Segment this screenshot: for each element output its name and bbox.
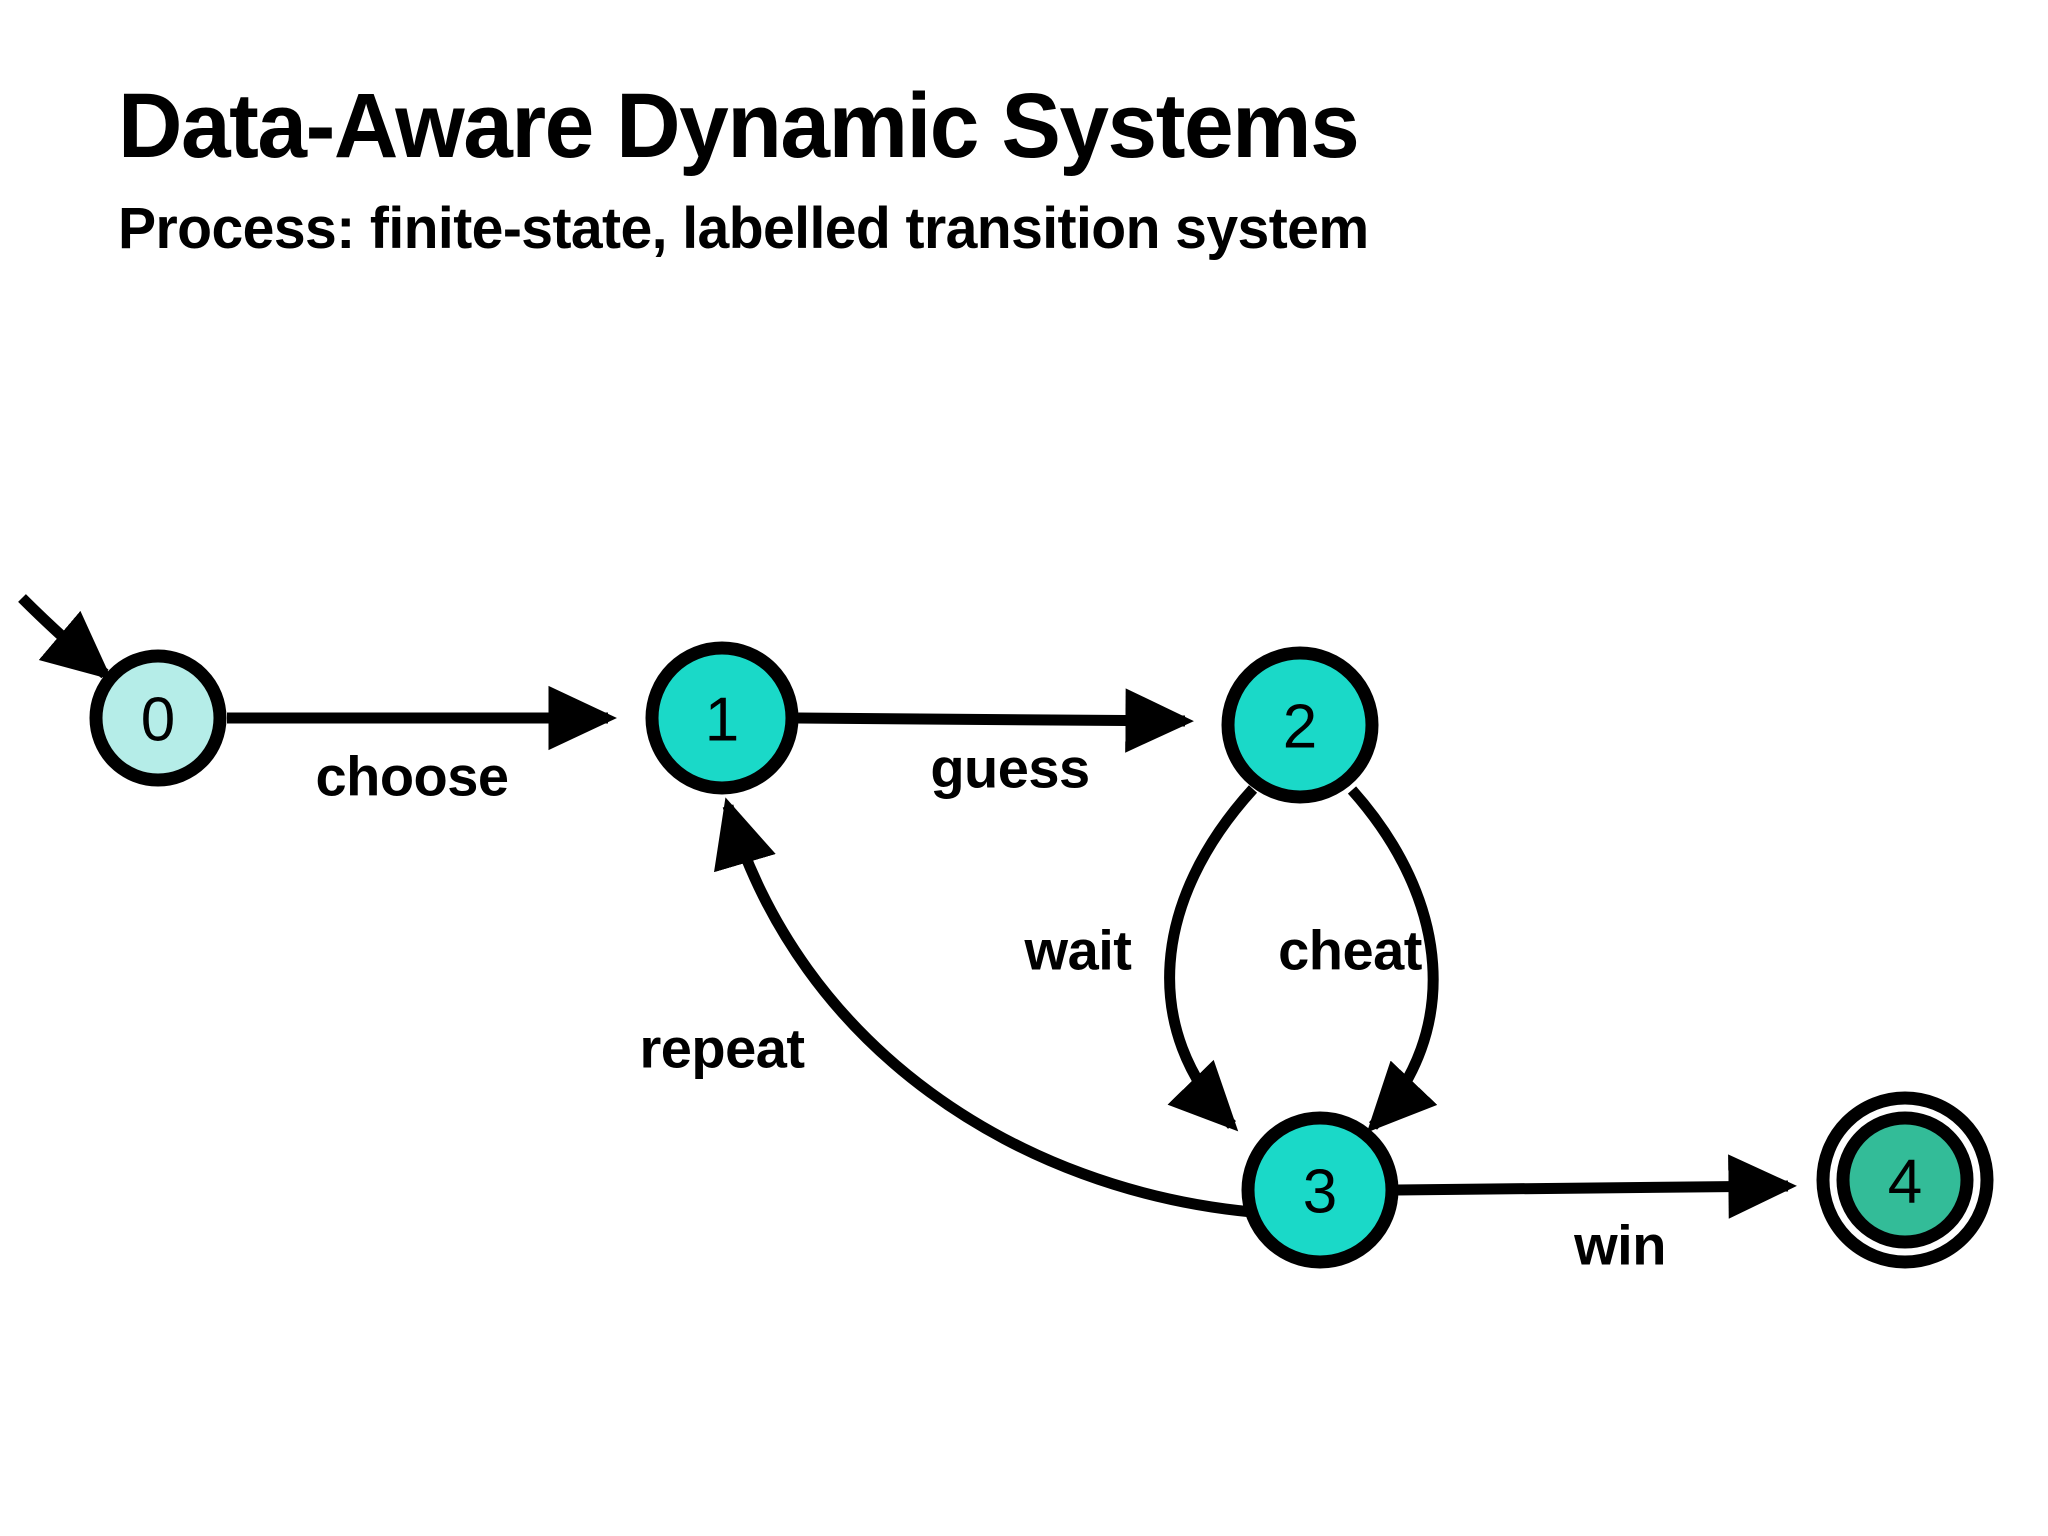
state-node-3[interactable]: 3 bbox=[1241, 1111, 1399, 1269]
state-2-circle bbox=[1221, 646, 1379, 804]
transition-cheat[interactable]: cheat bbox=[1278, 786, 1439, 1133]
state-0-circle bbox=[89, 649, 227, 787]
edge-wait bbox=[1164, 785, 1258, 1132]
edge-label-repeat: repeat bbox=[639, 1017, 804, 1080]
edge-label-choose: choose bbox=[315, 745, 508, 808]
transition-wait[interactable]: wait bbox=[1024, 785, 1258, 1132]
state-3-circle bbox=[1241, 1111, 1399, 1269]
edge-label-guess: guess bbox=[930, 737, 1089, 800]
state-1-circle bbox=[645, 641, 799, 795]
state-node-0[interactable]: 0 bbox=[89, 649, 227, 787]
edge-repeat bbox=[714, 797, 1253, 1218]
page-subtitle: Process: finite-state, labelled transiti… bbox=[118, 195, 1369, 261]
state-4-outer-ring bbox=[1816, 1091, 1994, 1269]
edge-guess bbox=[797, 688, 1194, 753]
state-node-4[interactable]: 4 bbox=[1816, 1091, 1994, 1269]
page-title: Data-Aware Dynamic Systems bbox=[118, 75, 1360, 177]
edge-label-wait: wait bbox=[1024, 919, 1132, 982]
transition-guess[interactable]: guess bbox=[797, 688, 1194, 800]
initial-state-arrow bbox=[18, 594, 112, 680]
transition-choose[interactable]: choose bbox=[227, 685, 617, 808]
heading-block: Data-Aware Dynamic Systems Process: fini… bbox=[118, 78, 1918, 260]
edge-cheat bbox=[1347, 786, 1439, 1133]
edge-win bbox=[1395, 1154, 1797, 1219]
state-node-1[interactable]: 1 bbox=[645, 641, 799, 795]
state-4-circle bbox=[1836, 1111, 1974, 1249]
edge-label-cheat: cheat bbox=[1278, 919, 1422, 982]
transition-win[interactable]: win bbox=[1395, 1154, 1797, 1277]
state-node-2[interactable]: 2 bbox=[1221, 646, 1379, 804]
initial-arrow-icon bbox=[18, 594, 112, 680]
edge-label-win: win bbox=[1573, 1214, 1666, 1277]
transition-repeat[interactable]: repeat bbox=[639, 797, 1253, 1218]
